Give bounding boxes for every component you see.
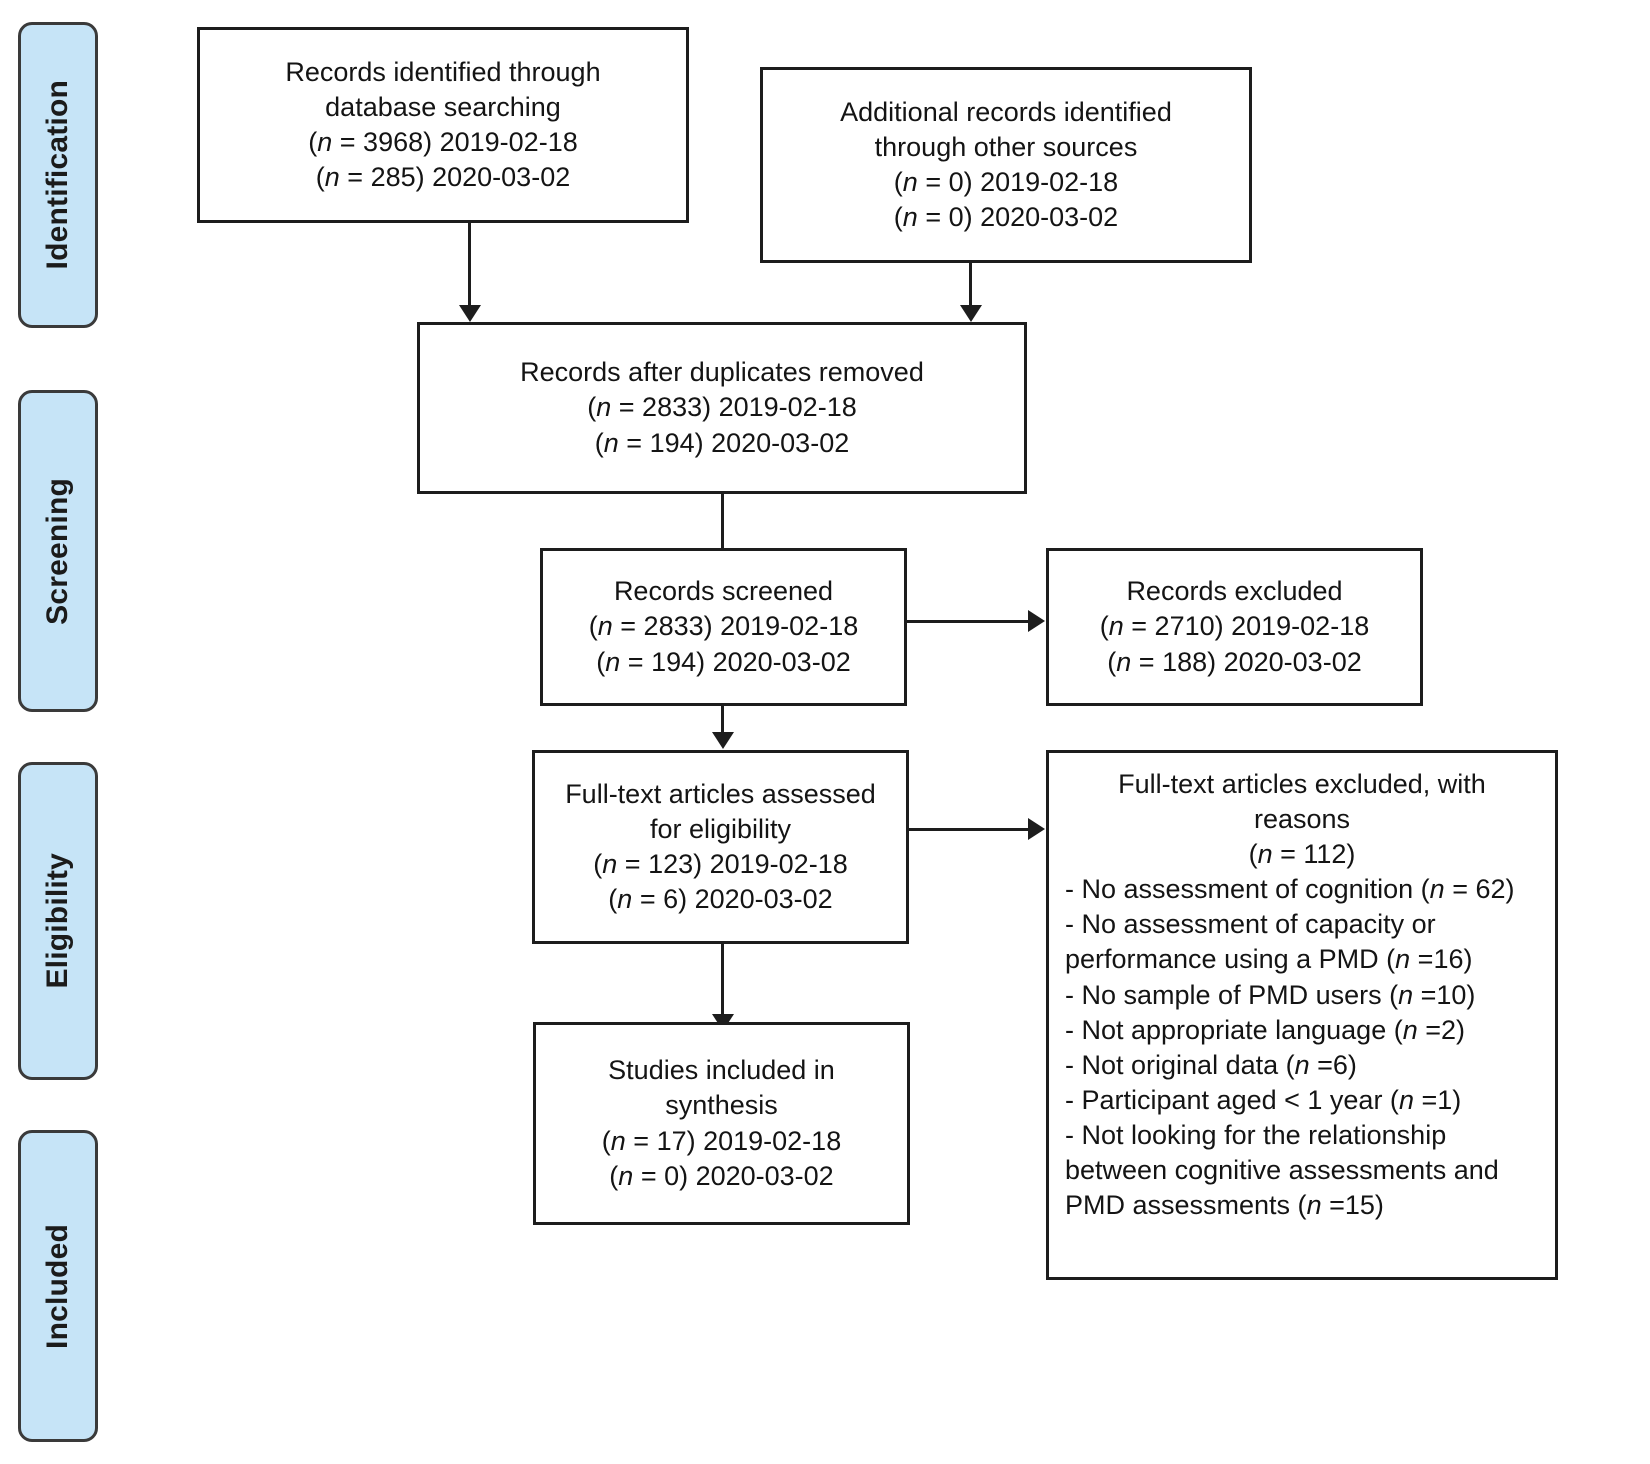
reason-item: PMD assessments (n =15) — [1065, 1190, 1384, 1221]
stage-label-included: Included — [41, 1223, 74, 1349]
connector-duplicates-to-screened — [721, 494, 724, 560]
connector-screened-to-excluded — [907, 620, 1029, 623]
stage-tab-eligibility: Eligibility — [18, 762, 98, 1080]
reason-item: - Not appropriate language (n =2) — [1065, 1014, 1466, 1045]
box-line: (n = 194) 2020-03-02 — [596, 646, 851, 677]
box-line: through other sources — [874, 131, 1138, 162]
connector-screened-to-fulltext — [721, 706, 724, 734]
arrowhead-other-sources-to-duplicates — [960, 305, 982, 322]
connector-other-sources-to-duplicates — [969, 263, 972, 307]
box-records-screened: Records screened (n = 2833) 2019-02-18 (… — [540, 548, 907, 706]
connector-fulltext-to-reasons — [909, 828, 1029, 831]
box-line: (n = 6) 2020-03-02 — [608, 884, 833, 915]
box-line: (n = 2710) 2019-02-18 — [1099, 611, 1370, 642]
box-line: (n = 0) 2020-03-02 — [609, 1160, 834, 1191]
box-line: Records after duplicates removed — [520, 357, 924, 388]
box-line: (n = 2833) 2019-02-18 — [587, 392, 857, 423]
arrowhead-screened-to-fulltext — [712, 732, 734, 749]
arrowhead-screened-to-excluded — [1028, 610, 1045, 632]
reason-item: - Not looking for the relationship — [1065, 1119, 1447, 1150]
box-line: Records excluded — [1126, 576, 1343, 607]
box-line: for eligibility — [649, 813, 792, 844]
box-records-identified-database: Records identified through database sear… — [197, 27, 689, 223]
reason-item: - Participant aged < 1 year (n =1) — [1065, 1084, 1462, 1115]
stage-label-identification: Identification — [41, 80, 74, 270]
stage-tab-screening: Screening — [18, 390, 98, 712]
box-line: (n = 3968) 2019-02-18 — [308, 127, 578, 157]
box-fulltext-assessed-for-eligibility: Full-text articles assessed for eligibil… — [532, 750, 909, 944]
box-line: (n = 0) 2019-02-18 — [893, 167, 1119, 197]
box-line: Studies included in — [608, 1055, 835, 1086]
box-line: (n = 123) 2019-02-18 — [593, 849, 848, 879]
stage-tab-identification: Identification — [18, 22, 98, 328]
box-line: (n = 285) 2020-03-02 — [315, 162, 571, 193]
reason-item: - No assessment of capacity or — [1065, 909, 1436, 940]
box-records-after-duplicates-removed: Records after duplicates removed (n = 28… — [417, 322, 1027, 494]
reasons-heading-line: Full-text articles excluded, with — [1118, 769, 1486, 799]
reason-item: - No sample of PMD users (n =10) — [1065, 979, 1476, 1010]
reasons-heading-line: reasons — [1253, 804, 1351, 835]
stage-tab-included: Included — [18, 1130, 98, 1442]
box-fulltext-excluded-with-reasons: Full-text articles excluded, with reason… — [1046, 750, 1558, 1280]
box-line: synthesis — [665, 1090, 778, 1121]
reason-item: - No assessment of cognition (n = 62) — [1065, 874, 1515, 905]
box-line: (n = 17) 2019-02-18 — [601, 1125, 842, 1156]
stage-label-eligibility: Eligibility — [41, 853, 74, 989]
box-line: Records screened — [613, 576, 834, 607]
box-studies-included-in-synthesis: Studies included in synthesis (n = 17) 2… — [533, 1022, 910, 1225]
reason-item: between cognitive assessments and — [1065, 1155, 1499, 1186]
box-line: Full-text articles assessed — [565, 778, 876, 809]
connector-fulltext-to-included — [721, 944, 724, 1016]
connector-database-to-duplicates — [468, 223, 471, 307]
reason-item: performance using a PMD (n =16) — [1065, 944, 1473, 975]
arrowhead-database-to-duplicates — [459, 305, 481, 322]
stage-label-screening: Screening — [41, 477, 74, 625]
box-line: Additional records identified — [840, 96, 1172, 127]
reason-item: - Not original data (n =6) — [1065, 1049, 1357, 1080]
box-additional-records-other-sources: Additional records identified through ot… — [760, 67, 1252, 263]
box-line: database searching — [325, 91, 561, 122]
box-line: (n = 2833) 2019-02-18 — [588, 611, 859, 642]
reasons-heading-line: (n = 112) — [1248, 839, 1356, 870]
box-line: Records identified through — [285, 56, 601, 87]
box-records-excluded: Records excluded (n = 2710) 2019-02-18 (… — [1046, 548, 1423, 706]
box-line: (n = 194) 2020-03-02 — [594, 427, 850, 458]
box-line: (n = 0) 2020-03-02 — [893, 202, 1119, 233]
arrowhead-fulltext-to-reasons — [1028, 818, 1045, 840]
box-line: (n = 188) 2020-03-02 — [1107, 646, 1362, 677]
